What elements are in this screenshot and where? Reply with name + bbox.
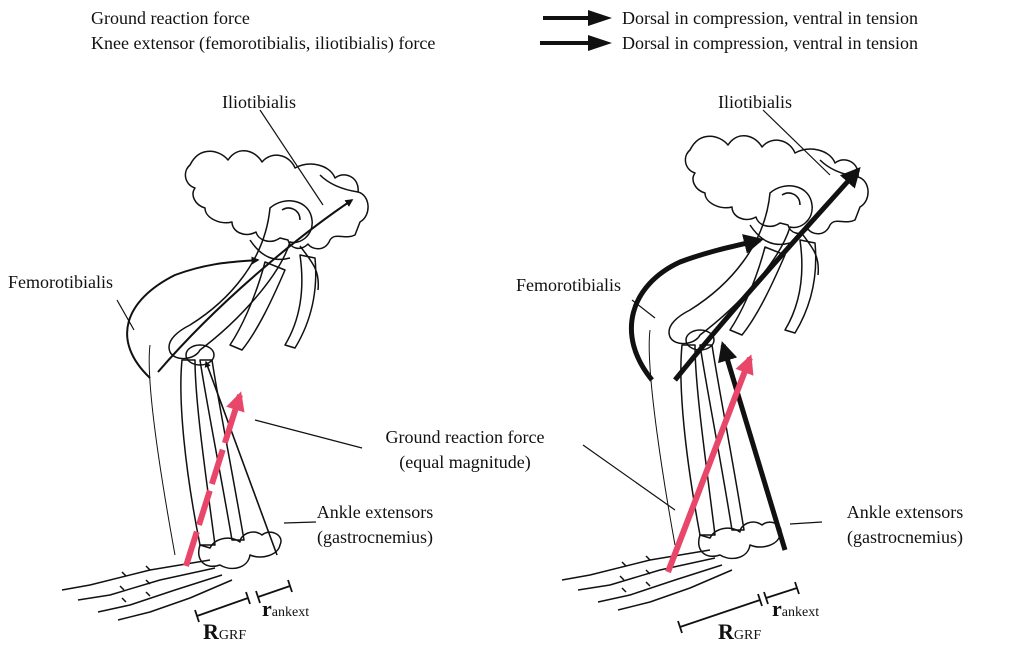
right-femorotibialis-label: Femorotibialis — [516, 275, 621, 295]
left-r-ankext-label: rankext — [262, 599, 309, 623]
right-grf-arrow — [668, 358, 750, 572]
legend-grf-label: Ground reaction force — [91, 8, 250, 28]
right-r-grf-label: RGRF — [718, 622, 761, 646]
right-iliotibialis-arrow — [675, 170, 858, 380]
right-r-ankext-label: rankext — [772, 599, 819, 623]
legend-knee-label: Knee extensor (femorotibialis, iliotibia… — [91, 33, 435, 53]
left-femorotibialis-label: Femorotibialis — [8, 272, 113, 292]
left-gastrocnemius-label: (gastrocnemius) — [300, 527, 450, 547]
legend-grf-arrow — [543, 10, 612, 26]
left-iliotibialis-arrow — [158, 200, 352, 372]
right-ankle-extensor-arrow — [723, 345, 785, 550]
left-r-grf-label: RGRF — [203, 622, 246, 646]
left-ankle-extensors-label: Ankle extensors — [300, 502, 450, 522]
right-ankle-extensors-label: Ankle extensors — [830, 502, 980, 522]
right-iliotibialis-label: Iliotibialis — [718, 92, 792, 112]
grf-shared-label: Ground reaction force — [360, 427, 570, 447]
legend-knee-arrow — [540, 35, 612, 51]
grf-equal-magnitude-label: (equal magnitude) — [360, 452, 570, 472]
legend-grf-description: Dorsal in compression, ventral in tensio… — [622, 8, 918, 28]
right-gastrocnemius-label: (gastrocnemius) — [830, 527, 980, 547]
legend-knee-description: Dorsal in compression, ventral in tensio… — [622, 33, 918, 53]
left-iliotibialis-label: Iliotibialis — [222, 92, 296, 112]
